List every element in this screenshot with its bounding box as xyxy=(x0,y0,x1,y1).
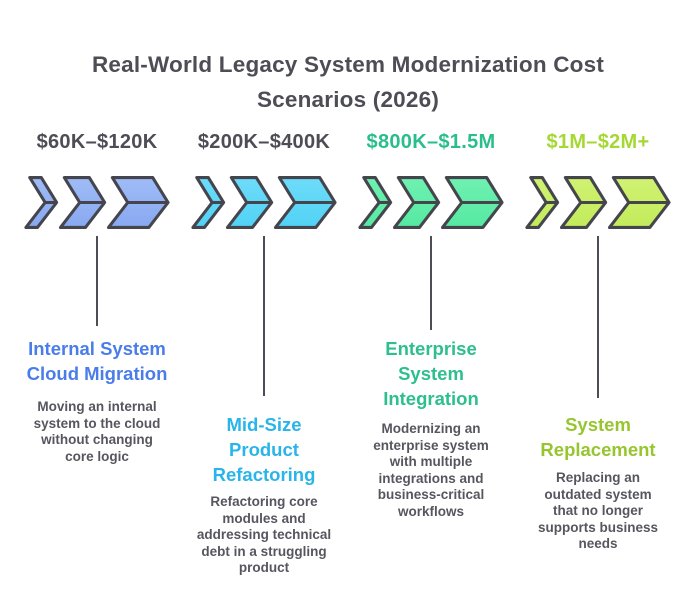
triple-chevron-icon xyxy=(358,174,504,231)
connector-line xyxy=(263,236,265,396)
triple-chevron-icon xyxy=(525,174,671,231)
scenario-title: System Replacement xyxy=(540,414,656,460)
scenario-column-product-refactoring: $200K–$400K Mid-S xyxy=(184,0,344,590)
connector-line xyxy=(430,236,432,330)
scenario-description: Modernizing an enterprise system with mu… xyxy=(373,421,489,519)
cost-range-label: $200K–$400K xyxy=(197,131,331,153)
scenario-column-system-replacement: $1M–$2M+ System R xyxy=(518,0,678,590)
scenario-title: Enterprise System Integration xyxy=(383,338,479,409)
triple-chevron-icon xyxy=(24,174,170,231)
scenario-column-cloud-migration: $60K–$120K Intern xyxy=(17,0,177,590)
scenario-description: Moving an internal system to the cloud w… xyxy=(33,399,161,464)
scenario-title: Mid-Size Product Refactoring xyxy=(212,414,316,485)
cost-range-label: $1M–$2M+ xyxy=(546,131,650,153)
scenario-column-enterprise-integration: $800K–$1.5M Enter xyxy=(351,0,511,590)
cost-range-label: $60K–$120K xyxy=(36,131,158,153)
scenario-title: Internal System Cloud Migration xyxy=(26,338,168,384)
triple-chevron-icon xyxy=(191,174,337,231)
scenario-description: Refactoring core modules and addressing … xyxy=(196,494,332,575)
connector-line xyxy=(96,236,98,326)
scenario-description: Replacing an outdated system that no lon… xyxy=(537,470,659,551)
connector-line xyxy=(597,236,599,398)
cost-range-label: $800K–$1.5M xyxy=(366,131,496,153)
page-title: Real-World Legacy System Modernization C… xyxy=(91,52,605,112)
